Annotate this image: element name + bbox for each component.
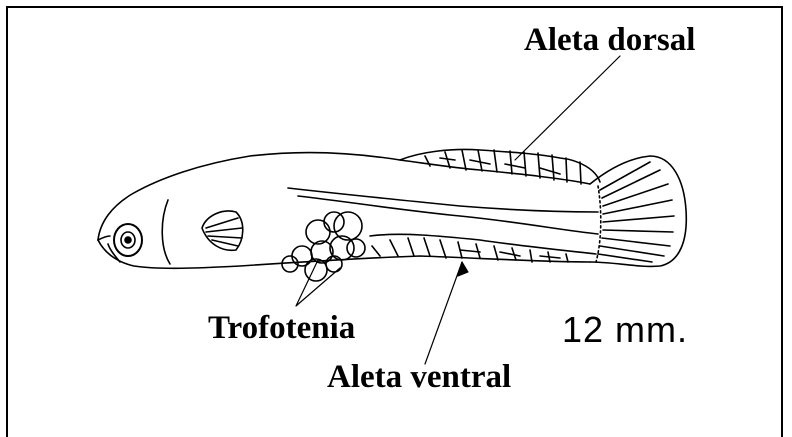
ventral-fin-arrowhead xyxy=(458,262,468,276)
trophotaenia-leader xyxy=(296,260,340,306)
scale-label: 12 mm. xyxy=(562,312,688,348)
label-trophotaenia: Trofotenia xyxy=(208,312,355,345)
dorsal-fin-leader xyxy=(515,56,620,160)
eye-icon xyxy=(114,224,142,256)
trophotaenia-cluster xyxy=(282,212,365,281)
ventral-fin-leader xyxy=(425,262,462,364)
mouth xyxy=(98,236,110,240)
caudal-fin xyxy=(590,156,686,266)
label-dorsal-fin: Aleta dorsal xyxy=(524,24,695,57)
label-ventral-fin: Aleta ventral xyxy=(327,361,511,394)
pectoral-fin xyxy=(202,211,243,250)
operculum xyxy=(162,200,170,264)
dorsal-fin xyxy=(400,149,600,184)
